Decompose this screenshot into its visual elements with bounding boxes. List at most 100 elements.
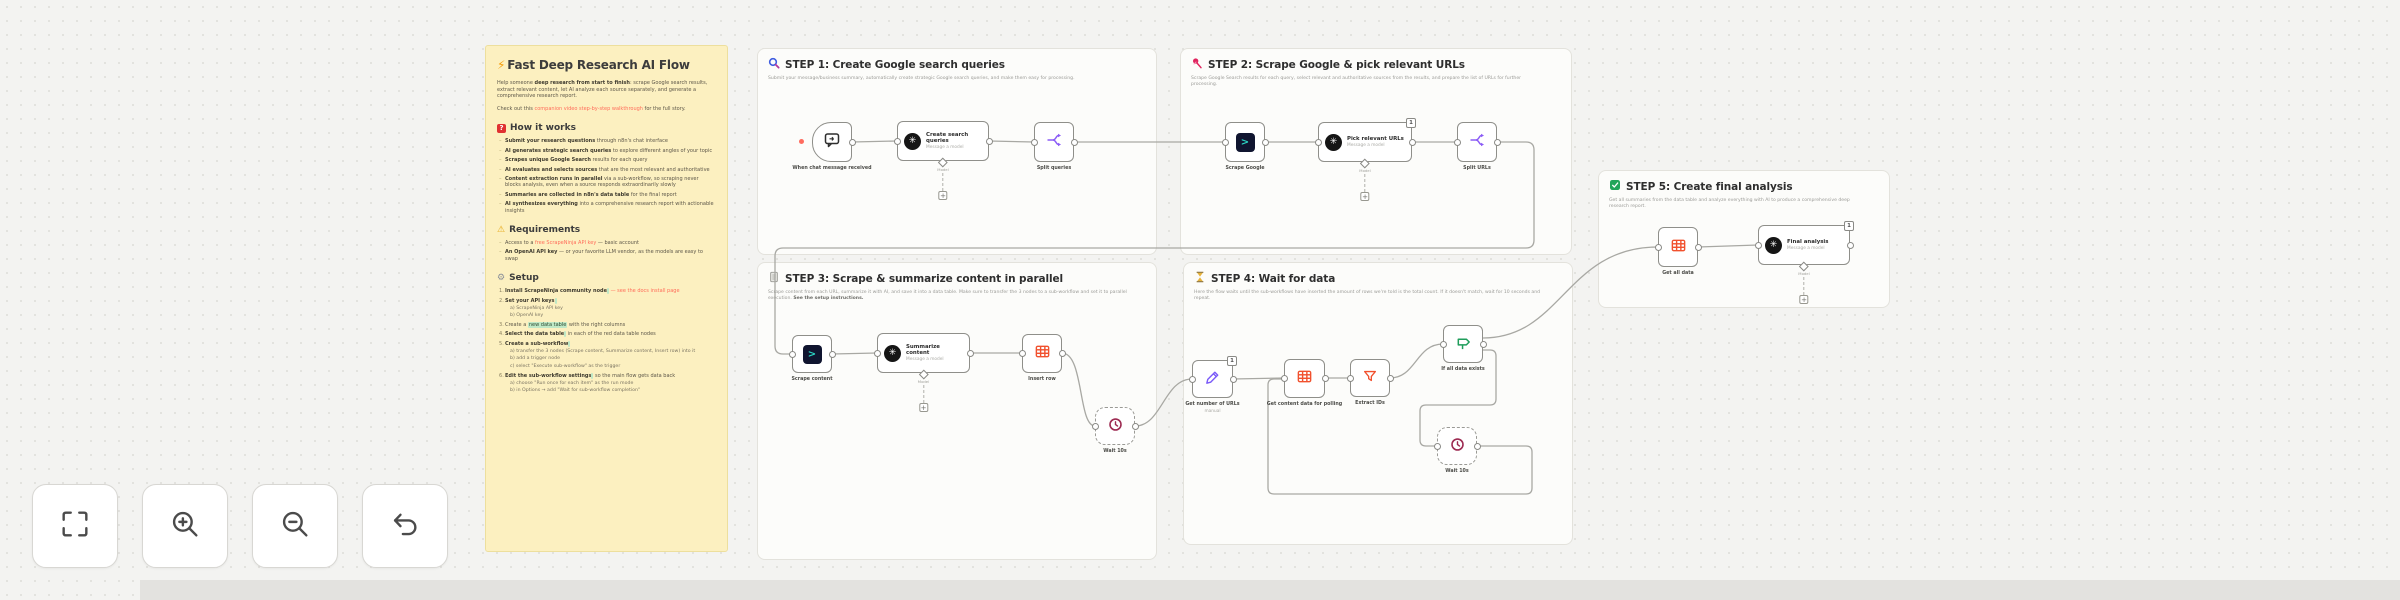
node-label: Wait 10s: [1445, 469, 1469, 474]
sticky-intro: Help someone deep research from start to…: [497, 80, 716, 112]
node-label: Scrape Google: [1225, 166, 1265, 171]
add-model-button[interactable]: +: [1360, 192, 1370, 201]
note-paragraph: Help someone deep research from start to…: [497, 80, 708, 100]
step-subtitle: Scrape content from each URL, summarize …: [768, 290, 1127, 301]
node-label: If all data exists: [1441, 367, 1485, 372]
node-label: Get all data: [1662, 271, 1694, 276]
openai-icon: ✳: [884, 344, 901, 362]
node-get-content-data-for-polling[interactable]: Get content data for polling: [1267, 359, 1342, 407]
step-title: STEP 4: Wait for data: [1211, 272, 1336, 285]
note-link[interactable]: companion video step-by-step walkthrough: [534, 105, 643, 112]
setup-heading: ⚙Setup: [497, 273, 539, 284]
how-it-works-list: Submit your research questions through n…: [497, 138, 716, 214]
node-label: When chat message received: [792, 166, 872, 171]
model-connector[interactable]: Model+: [1359, 158, 1371, 201]
node-setting-label: manual: [1204, 408, 1221, 414]
pushpin-icon: [1191, 57, 1203, 72]
data-table-icon: [1670, 237, 1687, 258]
requirements-list: Access to a free ScrapeNinja API key — b…: [497, 240, 716, 262]
zoom-in-button[interactable]: [142, 484, 228, 568]
list-item: Scrapes unique Google Search results for…: [499, 157, 716, 164]
chat-icon: [823, 131, 841, 153]
sub-list-item: a) transfer the 3 nodes (Scrape content,…: [510, 348, 696, 354]
openai-icon: ✳: [904, 132, 921, 150]
list-item: Submit your research questions through n…: [499, 138, 716, 145]
list-item: An OpenAI API key — or your favorite LLM…: [499, 249, 716, 262]
wait-clock-icon: [1107, 416, 1124, 437]
node-if-all-data-exists[interactable]: If all data exists: [1439, 325, 1487, 372]
sub-list-item: a) choose "Run once for each item" as th…: [510, 380, 634, 386]
list-item: AI synthesizes everything into a compreh…: [499, 201, 716, 214]
add-model-button[interactable]: +: [919, 403, 928, 412]
node-wait-b[interactable]: Wait 10s: [1433, 427, 1481, 474]
how-it-works-heading: ?How it works: [497, 123, 716, 133]
split-out-icon: [1045, 131, 1063, 153]
node-extract-ids[interactable]: Extract IDs: [1346, 359, 1394, 406]
sub-list-item: b) OpenAI key: [510, 313, 544, 319]
data-table-icon: [1034, 343, 1051, 364]
sub-list-item: c) select "Execute sub-workflow" as the …: [510, 363, 621, 369]
zoom-out-button[interactable]: [252, 484, 338, 568]
list-item: Content extraction runs in parallel via …: [499, 176, 716, 189]
note-link[interactable]: free ScrapeNinja API key: [534, 240, 597, 247]
list-item: Create a new data table with the right c…: [499, 322, 626, 329]
magnifier-icon: [768, 57, 780, 72]
node-scrape-google[interactable]: > Scrape Google: [1221, 122, 1269, 171]
filter-icon: [1362, 368, 1378, 388]
model-connector[interactable]: Model+: [937, 157, 949, 200]
add-model-button[interactable]: +: [938, 191, 948, 200]
node-scrape-content[interactable]: > Scrape content: [788, 335, 836, 382]
zoom-out-icon: [278, 507, 312, 545]
note-link[interactable]: — see the docs install page: [609, 288, 680, 295]
fit-view-button[interactable]: [32, 484, 118, 568]
page-bottom-strip: [140, 580, 2400, 600]
node-insert-row[interactable]: Insert row: [1018, 334, 1066, 382]
node-chat-trigger[interactable]: When chat message received: [792, 122, 872, 171]
model-connector[interactable]: Model+: [1798, 261, 1810, 304]
node-label: Insert row: [1028, 377, 1056, 382]
list-item: Install ScrapeNinja community node — see…: [499, 288, 680, 295]
list-item: AI evaluates and selects sources that ar…: [499, 167, 716, 174]
node-label: Split queries: [1036, 166, 1072, 171]
edit-fields-icon: [1204, 369, 1221, 390]
note-paragraph: Check out this companion video step-by-s…: [497, 105, 686, 112]
split-out-icon: [1468, 131, 1486, 153]
list-item: Set your API keys a) ScrapeNinja API key…: [499, 297, 716, 319]
node-label: Wait 10s: [1103, 449, 1127, 454]
node-get-all-data[interactable]: Get all data: [1654, 227, 1702, 276]
sub-list-item: a) ScrapeNinja API key: [510, 305, 563, 311]
sub-list-item: b) in Options → add "Wait for sub-workfl…: [510, 388, 641, 394]
check-icon: [1609, 179, 1621, 194]
node-wait-a[interactable]: Wait 10s: [1091, 407, 1139, 454]
if-signpost-icon: [1455, 334, 1472, 355]
step-subtitle: Scrape Google Search results for each qu…: [1191, 76, 1522, 87]
step-subtitle: Submit your message/business summary, au…: [768, 76, 1075, 81]
sticky-note[interactable]: ⚡Fast Deep Research AI Flow Help someone…: [485, 45, 728, 552]
model-connector[interactable]: Model+: [918, 369, 929, 412]
zoom-in-icon: [168, 507, 202, 545]
items-badge: 1: [1406, 118, 1416, 128]
step-title: STEP 3: Scrape & summarize content in pa…: [785, 272, 1064, 285]
list-item: Edit the sub-workflow settings so the ma…: [499, 372, 716, 394]
node-split-urls[interactable]: Split URLs: [1453, 122, 1501, 171]
step-title: STEP 1: Create Google search queries: [785, 58, 1005, 71]
node-split-queries[interactable]: Split queries: [1030, 122, 1078, 171]
add-model-button[interactable]: +: [1799, 295, 1809, 304]
requirements-heading: ⚠Requirements: [497, 225, 581, 236]
scraper-icon: >: [1235, 132, 1255, 152]
node-label: Scrape content: [791, 377, 833, 382]
setup-list: Install ScrapeNinja community node — see…: [497, 288, 716, 394]
node-label: Extract IDs: [1355, 401, 1385, 406]
list-item: Access to a free ScrapeNinja API key — b…: [499, 240, 716, 247]
warning-icon: ⚠: [497, 225, 506, 236]
undo-button[interactable]: [362, 484, 448, 568]
step-subtitle: Get all summaries from the data table an…: [1609, 198, 1850, 209]
list-item: Select the data table in each of the red…: [499, 331, 656, 338]
